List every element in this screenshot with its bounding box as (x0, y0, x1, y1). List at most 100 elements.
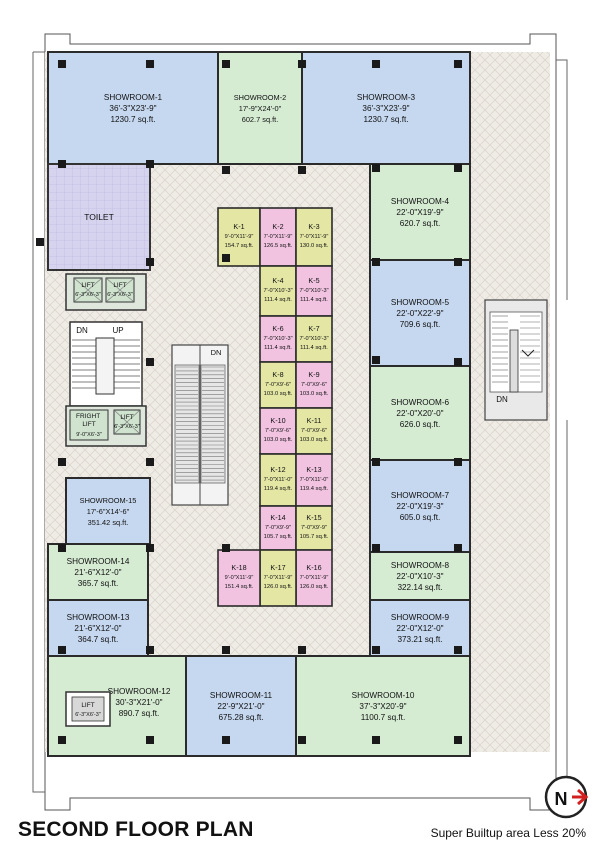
kiosk-3: K-3 7'-0"X11'-9" 130.0 sq.ft. (295, 207, 333, 267)
column (146, 646, 154, 654)
kiosk-17: K-177'-0"X11'-9"126.0 sq.ft. (259, 549, 297, 607)
kiosk-area-value: 126.5 sq.ft. (264, 243, 293, 249)
kiosk-name: K-3 (308, 222, 319, 231)
column (222, 166, 230, 174)
column (222, 60, 230, 68)
lift-1-label: LIFT (81, 282, 94, 289)
kiosk-dimensions: 7'-0"X9'-6" (265, 382, 291, 388)
fright-lift (69, 409, 109, 441)
kiosk-dimensions: 7'-0"X11'-9" (300, 234, 329, 240)
kiosk-name: K-15 (306, 513, 321, 522)
showroom-dimensions: 22'-0"X19'-3" (396, 502, 443, 511)
showroom-name: SHOWROOM-11 (210, 691, 273, 700)
kiosk-area-value: 130.0 sq.ft. (300, 243, 329, 249)
column (58, 646, 66, 654)
kiosk-area-value: 126.0 sq.ft. (300, 584, 329, 590)
showroom-area-value: 709.6 sq.ft. (400, 320, 441, 329)
column (454, 358, 462, 366)
column (146, 358, 154, 366)
kiosk-2: K-27'-0"X11'-9"126.5 sq.ft. (259, 207, 297, 267)
kiosk-name: K-13 (306, 465, 321, 474)
column (222, 736, 230, 744)
kiosk-area-value: 119.4 sq.ft. (300, 486, 329, 492)
showroom-area-value: 322.14 sq.ft. (397, 583, 442, 592)
showroom-2: SHOWROOM-217'-9"X24'-0"602.7 sq.ft. (217, 51, 303, 165)
kiosk-13: K-13 7'-0"X11'-0" 119.4 sq.ft. (295, 453, 333, 507)
kiosk-dimensions: 7'-0"X11'-9" (264, 234, 293, 240)
kiosk-11: K-117'-0"X9'-6"103.0 sq.ft. (295, 407, 333, 455)
fright-lift-dim: 9'-0"X6'-3" (76, 432, 102, 438)
kiosk-name: K-5 (308, 276, 319, 285)
column (222, 544, 230, 552)
kiosk-area (259, 361, 297, 409)
kiosk-dimensions: 7'-0"X9'-9" (301, 525, 327, 531)
kiosk-dimensions: 9'-0"X11'-9" (225, 575, 254, 581)
showroom-7: SHOWROOM-722'-0"X19'-3"605.0 sq.ft. (369, 459, 471, 553)
showroom-name: SHOWROOM-6 (391, 398, 450, 407)
showroom-dimensions: 22'-0"X10'-3" (396, 572, 443, 581)
showroom-dimensions: 21'-6"X12'-0" (74, 568, 121, 577)
showroom-area-value: 605.0 sq.ft. (400, 513, 441, 522)
kiosk-dimensions: 7'-0"X11'-9" (264, 575, 293, 581)
kiosk-dimensions: 7'-0"X11'-9" (300, 575, 329, 581)
lift-4-label: LIFT (81, 702, 94, 709)
north-arrow: N (544, 775, 589, 819)
fright-lift-name-b: LIFT (82, 421, 95, 428)
column (454, 646, 462, 654)
showroom-dimensions: 30'-3"X21'-0" (115, 698, 162, 707)
kiosk-dimensions: 7'-0"X10'-3" (263, 336, 292, 342)
showroom-area-value: 364.7 sq.ft. (78, 635, 119, 644)
kiosk-name: K-18 (231, 563, 246, 572)
showroom-area-value: 890.7 sq.ft. (119, 709, 160, 718)
showroom-name: SHOWROOM-13 (67, 613, 130, 622)
kiosk-dimensions: 7'-0"X10'-3" (263, 288, 292, 294)
kiosk-name: K-16 (306, 563, 321, 572)
stair-dn-label: DN (76, 326, 88, 335)
kiosk-dimensions: 7'-0"X10'-3" (299, 288, 328, 294)
column (58, 736, 66, 744)
lift-3-label: LIFT (120, 414, 133, 421)
showroom-6: SHOWROOM-622'-0"X20'-0"626.0 sq.ft. (369, 365, 471, 461)
kiosk-name: K-1 (233, 222, 244, 231)
showroom-area (185, 655, 297, 757)
showroom-name: SHOWROOM-8 (391, 561, 450, 570)
kiosk-dimensions: 7'-0"X9'-6" (265, 428, 291, 434)
kiosk-name: K-9 (308, 370, 319, 379)
kiosk-8: K-87'-0"X9'-6"103.0 sq.ft. (259, 361, 297, 409)
showroom-name: SHOWROOM-1 (104, 93, 163, 102)
kiosk-dimensions: 7'-0"X11'-0" (300, 477, 329, 483)
showroom-area (295, 655, 471, 757)
kiosk-15: K-157'-0"X9'-9"105.7 sq.ft. (295, 505, 333, 551)
kiosk-dimensions: 9'-0"X11'-9" (225, 234, 254, 240)
kiosk-dimensions: 7'-0"X9'-9" (265, 525, 291, 531)
showroom-area-value: 620.7 sq.ft. (400, 219, 441, 228)
showroom-12-lift: LIFT 6'-3"X6'-3" (65, 691, 111, 727)
showroom-area-value: 373.21 sq.ft. (397, 635, 442, 644)
showroom-name: SHOWROOM-3 (357, 93, 416, 102)
column (372, 458, 380, 466)
showroom-area (369, 365, 471, 461)
column (146, 544, 154, 552)
column (58, 160, 66, 168)
kiosk-name: K-7 (308, 324, 319, 333)
lift-2-dim: 6'-3"X6'-3" (107, 292, 133, 298)
column (372, 258, 380, 266)
kiosk-12: K-127'-0"X11'-0"119.4 sq.ft. (259, 453, 297, 507)
kiosk-18: K-189'-0"X11'-9"151.4 sq.ft. (217, 549, 261, 607)
column (58, 60, 66, 68)
column (372, 356, 380, 364)
showroom-4: SHOWROOM-422'-0"X19'-9"620.7 sq.ft. (369, 163, 471, 261)
external-stair-treads (492, 315, 540, 383)
kiosk-dimensions: 7'-0"X11'-0" (264, 477, 293, 483)
showroom-dimensions: 36'-3"X23'-9" (109, 104, 156, 113)
showroom-dimensions: 22'-9"X21'-0" (217, 702, 264, 711)
showroom-area-value: 1230.7 sq.ft. (363, 115, 408, 124)
kiosk-area-value: 126.0 sq.ft. (264, 584, 293, 590)
showroom-name: SHOWROOM-12 (108, 687, 171, 696)
column (58, 544, 66, 552)
column (454, 458, 462, 466)
escalator-dn-label: DN (211, 348, 222, 357)
showroom-name: SHOWROOM-9 (391, 613, 450, 622)
